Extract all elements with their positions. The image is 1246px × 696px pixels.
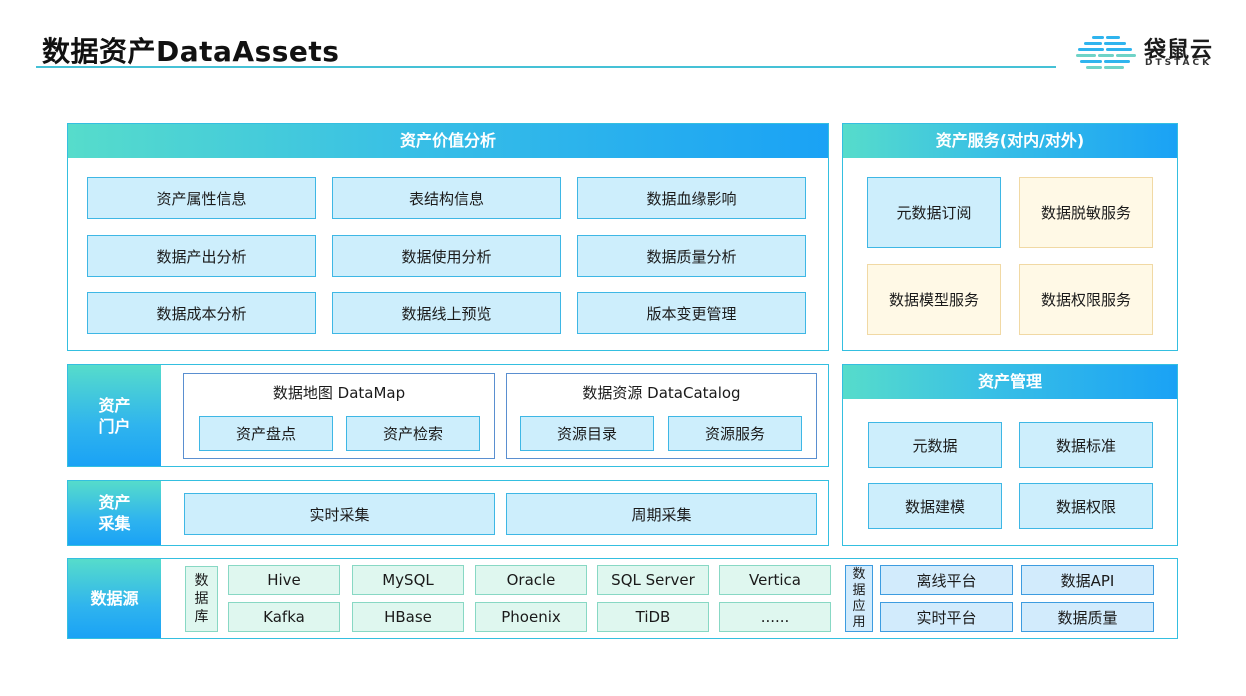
database-item[interactable]: Oracle bbox=[475, 565, 587, 595]
management-item[interactable]: 数据建模 bbox=[868, 483, 1002, 529]
database-item-more[interactable]: ...... bbox=[719, 602, 831, 632]
asset-services-title: 资产服务(对内/对外) bbox=[843, 124, 1177, 158]
asset-portal-panel: 资产门户 数据地图 DataMap 资产盘点 资产检索 数据资源 DataCat… bbox=[67, 364, 829, 467]
database-item[interactable]: SQL Server bbox=[597, 565, 709, 595]
asset-collection-label: 资产采集 bbox=[68, 481, 161, 545]
database-label-char: 据 bbox=[194, 591, 209, 607]
database-item[interactable]: Hive bbox=[228, 565, 340, 595]
database-item[interactable]: HBase bbox=[352, 602, 464, 632]
value-item[interactable]: 数据血缘影响 bbox=[577, 177, 806, 219]
database-item[interactable]: MySQL bbox=[352, 565, 464, 595]
logo-name-en: DTSTACK bbox=[1145, 58, 1213, 68]
asset-collection-label-line1: 资产 bbox=[98, 493, 131, 512]
value-item[interactable]: 版本变更管理 bbox=[577, 292, 806, 334]
data-app-label-char: 数 bbox=[852, 566, 866, 582]
asset-portal-label: 资产门户 bbox=[68, 365, 161, 466]
asset-management-title: 资产管理 bbox=[843, 365, 1177, 399]
datamap-group: 数据地图 DataMap 资产盘点 资产检索 bbox=[183, 373, 495, 459]
service-item[interactable]: 数据模型服务 bbox=[867, 264, 1001, 335]
service-item[interactable]: 数据脱敏服务 bbox=[1019, 177, 1153, 248]
page-title: 数据资产DataAssets bbox=[42, 35, 340, 68]
asset-value-analysis-title: 资产价值分析 bbox=[68, 124, 828, 158]
value-item[interactable]: 数据产出分析 bbox=[87, 235, 316, 277]
management-item[interactable]: 数据标准 bbox=[1019, 422, 1153, 468]
logo-name-cn: 袋鼠云 bbox=[1144, 38, 1214, 63]
periodic-collection-item[interactable]: 周期采集 bbox=[506, 493, 817, 535]
data-app-item[interactable]: 数据API bbox=[1021, 565, 1154, 595]
portal-item[interactable]: 资源目录 bbox=[520, 416, 654, 451]
title-underline bbox=[36, 66, 1056, 68]
data-app-item[interactable]: 数据质量 bbox=[1021, 602, 1154, 632]
datacatalog-title: 数据资源 DataCatalog bbox=[582, 384, 741, 402]
value-item[interactable]: 数据质量分析 bbox=[577, 235, 806, 277]
data-app-label-char: 应 bbox=[852, 598, 866, 614]
management-item[interactable]: 元数据 bbox=[868, 422, 1002, 468]
database-label-char: 数 bbox=[194, 573, 209, 589]
database-label: 数 据 库 bbox=[185, 566, 218, 632]
asset-collection-panel: 资产采集 实时采集 周期采集 bbox=[67, 480, 829, 546]
datamap-title: 数据地图 DataMap bbox=[272, 384, 406, 402]
cloud-logo-icon bbox=[1076, 36, 1136, 69]
data-source-panel: 数据源 数 据 库 Hive MySQL Oracle SQL Server V… bbox=[67, 558, 1178, 639]
data-app-item[interactable]: 离线平台 bbox=[880, 565, 1013, 595]
database-item[interactable]: Phoenix bbox=[475, 602, 587, 632]
asset-portal-label-line1: 资产 bbox=[98, 395, 131, 415]
data-app-label-char: 据 bbox=[852, 582, 866, 598]
management-item[interactable]: 数据权限 bbox=[1019, 483, 1153, 529]
asset-portal-label-line2: 门户 bbox=[98, 416, 131, 436]
data-app-item[interactable]: 实时平台 bbox=[880, 602, 1013, 632]
value-item[interactable]: 表结构信息 bbox=[332, 177, 561, 219]
portal-item[interactable]: 资产盘点 bbox=[199, 416, 333, 451]
value-item[interactable]: 数据成本分析 bbox=[87, 292, 316, 334]
portal-item[interactable]: 资源服务 bbox=[668, 416, 802, 451]
database-label-char: 库 bbox=[194, 609, 209, 625]
database-item[interactable]: Vertica bbox=[719, 565, 831, 595]
database-item[interactable]: Kafka bbox=[228, 602, 340, 632]
asset-value-analysis-panel: 资产价值分析 资产属性信息 表结构信息 数据血缘影响 数据产出分析 数据使用分析… bbox=[67, 123, 829, 351]
asset-management-panel: 资产管理 元数据 数据标准 数据建模 数据权限 bbox=[842, 364, 1178, 546]
portal-item[interactable]: 资产检索 bbox=[346, 416, 480, 451]
value-item[interactable]: 数据线上预览 bbox=[332, 292, 561, 334]
service-item[interactable]: 数据权限服务 bbox=[1019, 264, 1153, 335]
value-item[interactable]: 资产属性信息 bbox=[87, 177, 316, 219]
database-item[interactable]: TiDB bbox=[597, 602, 709, 632]
asset-services-panel: 资产服务(对内/对外) 元数据订阅 数据脱敏服务 数据模型服务 数据权限服务 bbox=[842, 123, 1178, 351]
service-item[interactable]: 元数据订阅 bbox=[867, 177, 1001, 248]
logo: 袋鼠云 DTSTACK bbox=[1076, 30, 1216, 70]
asset-collection-label-line2: 采集 bbox=[98, 514, 131, 533]
data-app-label: 数 据 应 用 bbox=[845, 565, 873, 632]
data-source-label: 数据源 bbox=[68, 559, 161, 638]
data-app-label-char: 用 bbox=[852, 614, 866, 630]
realtime-collection-item[interactable]: 实时采集 bbox=[184, 493, 495, 535]
value-item[interactable]: 数据使用分析 bbox=[332, 235, 561, 277]
datacatalog-group: 数据资源 DataCatalog 资源目录 资源服务 bbox=[506, 373, 817, 459]
